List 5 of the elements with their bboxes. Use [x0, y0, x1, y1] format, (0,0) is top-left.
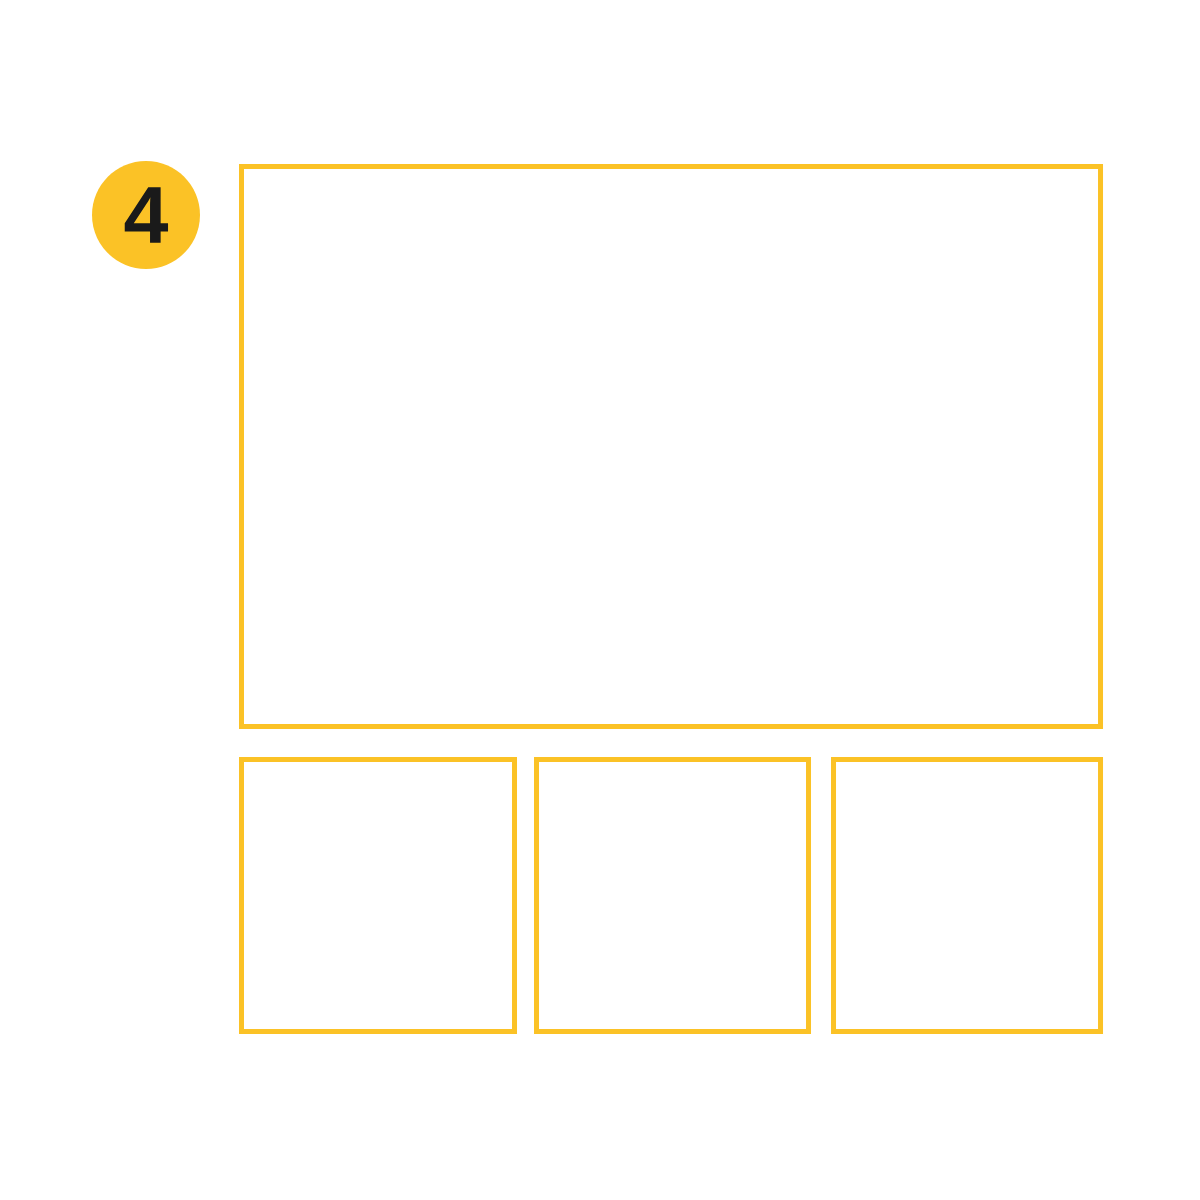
panel-frame: [239, 164, 1103, 729]
panel-frame: [534, 757, 811, 1034]
number-badge: 4: [92, 161, 200, 269]
panel-frame: [239, 757, 517, 1034]
panel-frame: [831, 757, 1103, 1034]
